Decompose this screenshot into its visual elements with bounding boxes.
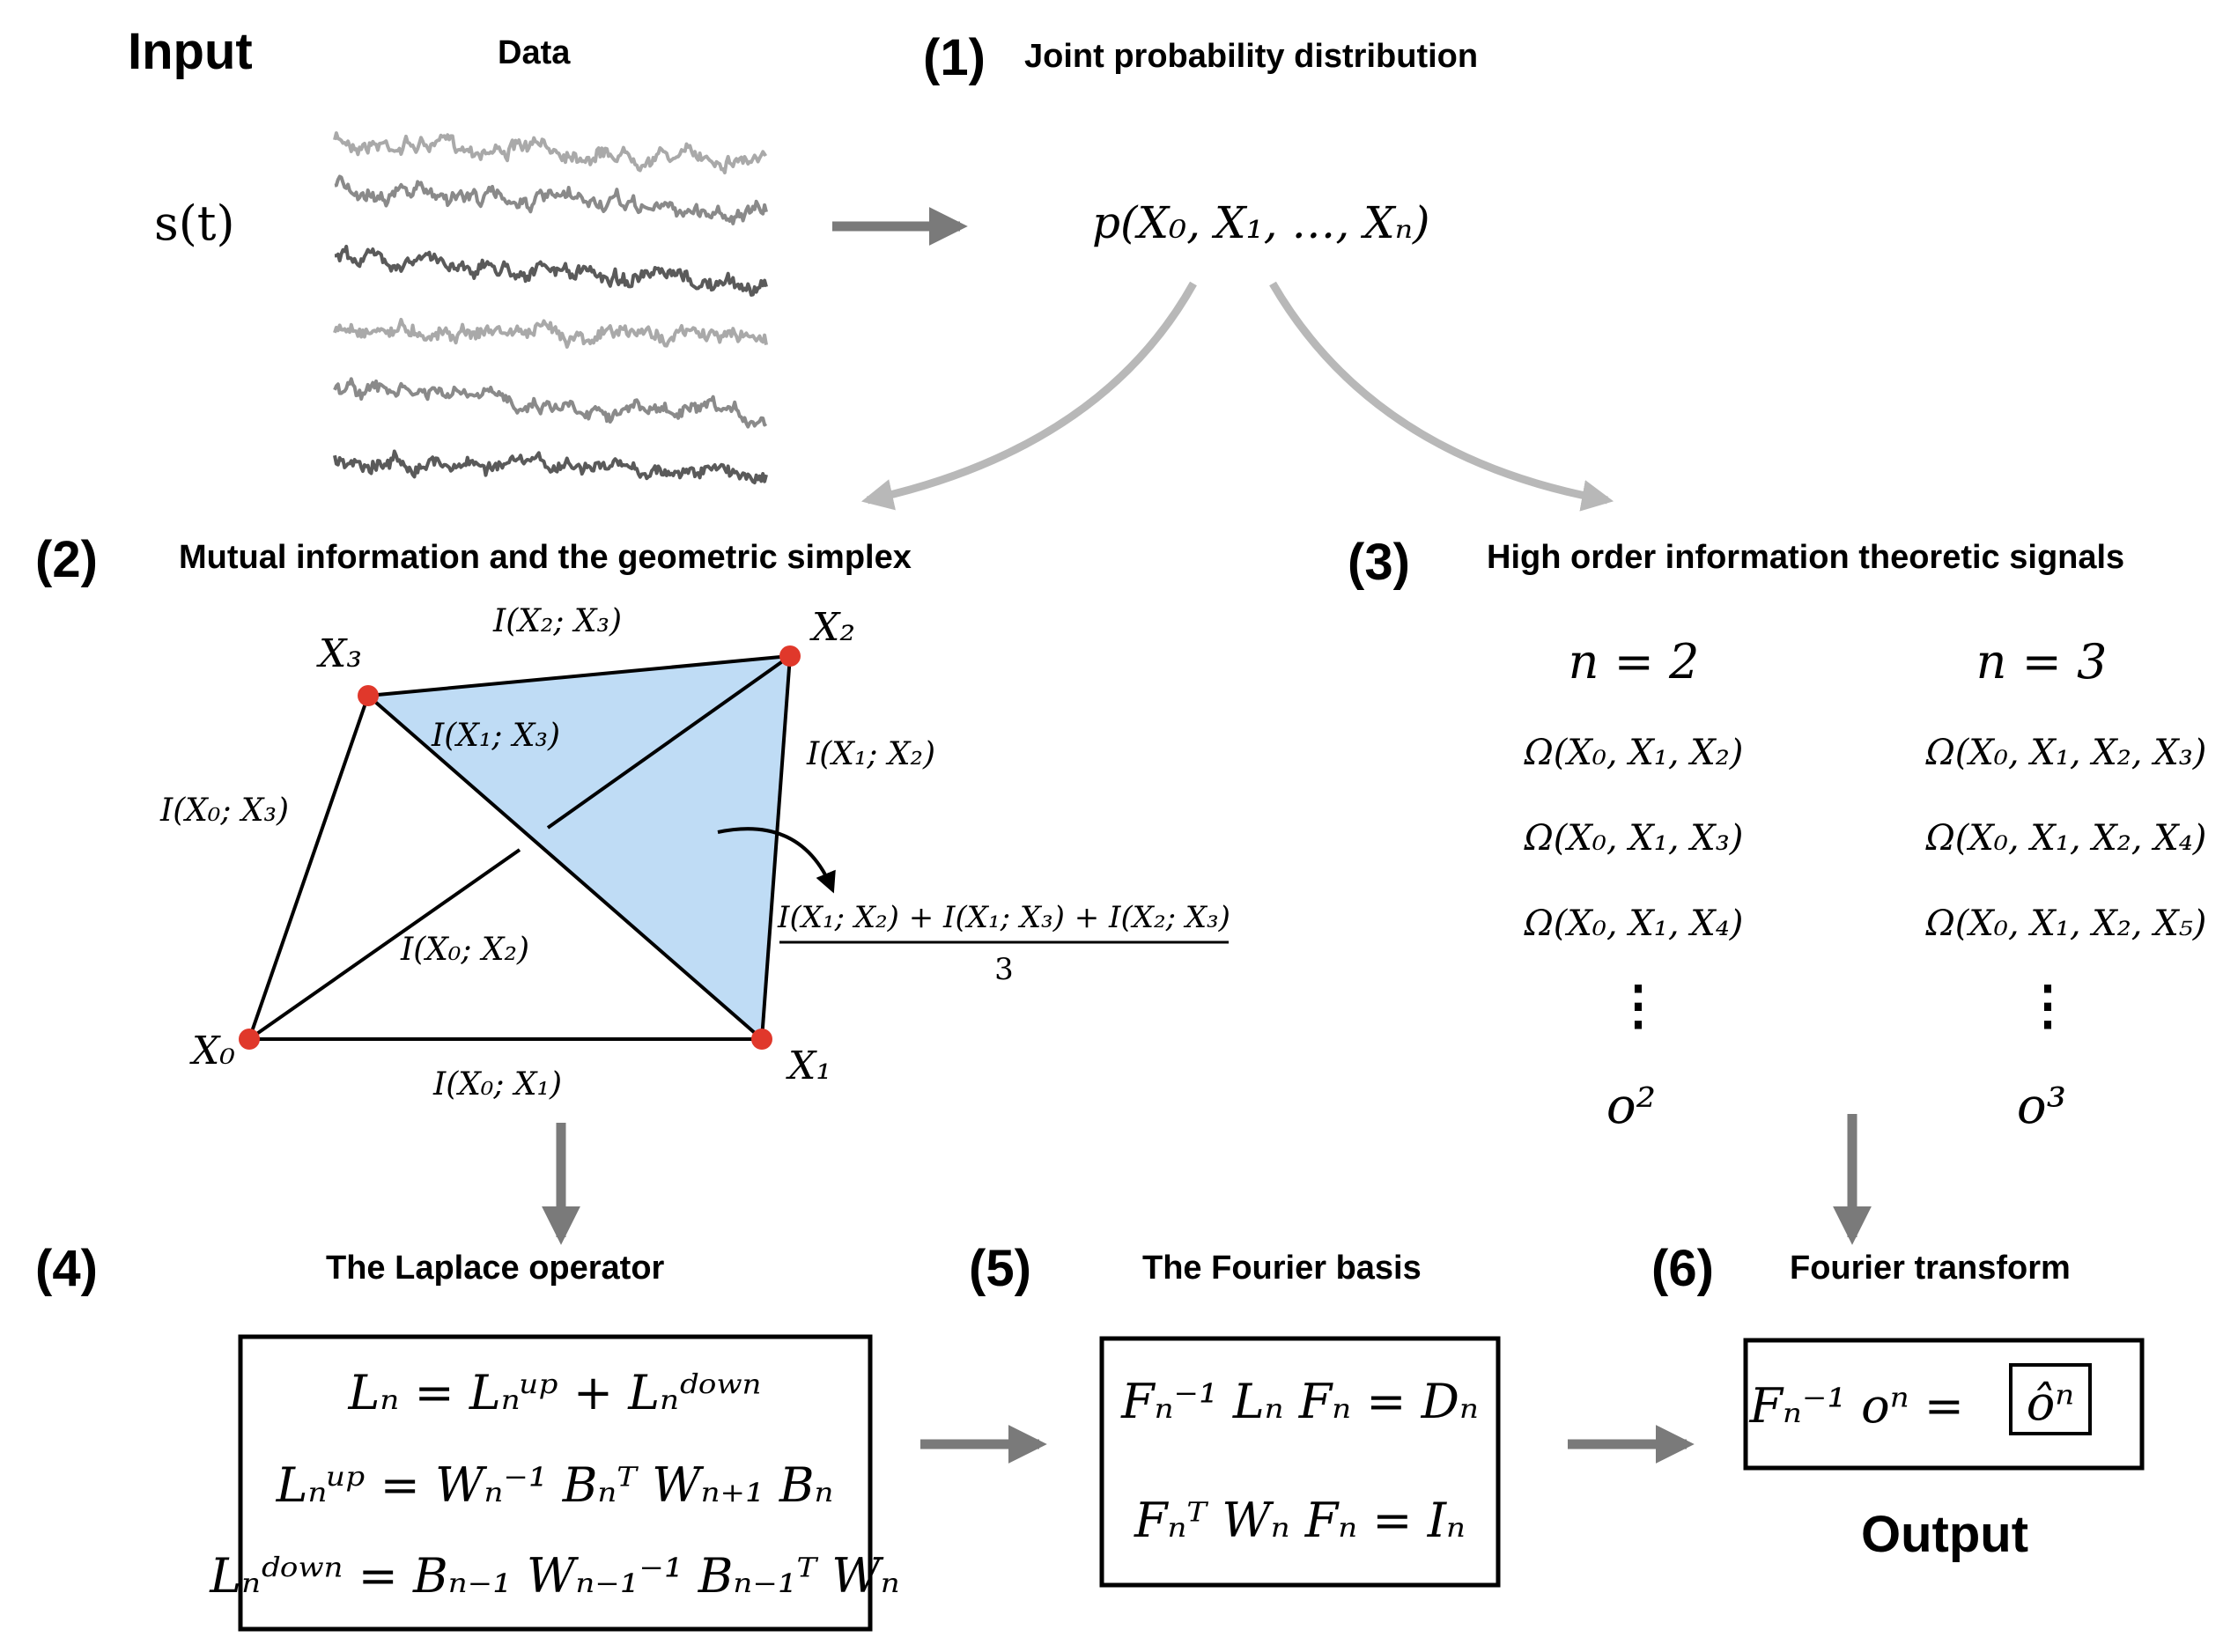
col-n2-item-2: Ω(X₀, X₁, X₃): [1524, 818, 1744, 859]
laplace-box: [238, 1334, 873, 1632]
fourier-basis-eq-2: Fₙᵀ Wₙ Fₙ = Iₙ: [1134, 1493, 1466, 1548]
step5-number: (5): [969, 1240, 1031, 1297]
col-n2-signal: o²: [1606, 1078, 1656, 1135]
arrow-joint-to-signals: [1269, 281, 1614, 512]
time-series-trace: [333, 377, 768, 429]
node-x1: [751, 1029, 772, 1050]
col-n3-vdots: ⋮: [2021, 975, 2074, 1036]
node-label-x2: X₂: [809, 605, 855, 650]
step4-title: The Laplace operator: [326, 1250, 665, 1287]
fourier-transform-rhs: ôⁿ: [2027, 1375, 2074, 1431]
node-x3: [358, 685, 379, 706]
face-arrow: [717, 827, 836, 894]
fourier-transform-lhs: Fₙ⁻¹ oⁿ =: [1749, 1378, 1964, 1434]
edge-label-x0-x2: I(X₀; X₂): [400, 932, 529, 968]
step2-title: Mutual information and the geometric sim…: [179, 539, 912, 576]
node-label-x0: X₀: [189, 1029, 235, 1073]
edge-label-x1-x3: I(X₁; X₃): [431, 718, 560, 754]
col-n3-item-3: Ω(X₀, X₁, X₂, X₅): [1925, 903, 2207, 944]
time-series-trace: [333, 317, 768, 349]
arrow-joint-to-simplex: [860, 281, 1197, 511]
edge-x3-x2: [367, 654, 791, 697]
fourier-basis-eq-1: Fₙ⁻¹ Lₙ Fₙ = Dₙ: [1120, 1374, 1479, 1429]
edge-label-x0-x1: I(X₀; X₁): [432, 1066, 562, 1103]
fourier-transform-box: [1743, 1338, 2145, 1471]
step3-number: (3): [1348, 534, 1410, 591]
edge-x0-x2-upper: [546, 654, 792, 830]
step6-title: Fourier transform: [1790, 1250, 2071, 1287]
step5-title: The Fourier basis: [1142, 1250, 1422, 1287]
node-x2: [779, 645, 801, 667]
edge-label-x1-x2: I(X₁; X₂): [806, 736, 935, 772]
node-label-x1: X₁: [786, 1044, 831, 1088]
col-n3-signal: o³: [2017, 1078, 2066, 1135]
output-label: Output: [1861, 1506, 2028, 1563]
face-formula-numerator: I(X₁; X₂) + I(X₁; X₃) + I(X₂; X₃): [777, 900, 1230, 935]
edge-label-x0-x3: I(X₀; X₃): [159, 793, 289, 829]
step2-number: (2): [35, 531, 98, 588]
col-n3-header: n = 3: [1976, 634, 2108, 690]
node-label-x3: X₃: [316, 631, 362, 676]
edge-x0-x3: [247, 695, 370, 1040]
col-n3-item-2: Ω(X₀, X₁, X₂, X₄): [1925, 818, 2207, 859]
fourier-basis-box: [1099, 1336, 1501, 1588]
time-series-trace: [334, 244, 768, 297]
col-n2-item-3: Ω(X₀, X₁, X₄): [1524, 903, 1744, 944]
node-x0: [239, 1029, 260, 1050]
edge-x0-x2-lower: [247, 848, 521, 1041]
laplace-eq-1: Lₙ = Lₙᵘᵖ + Lₙᵈᵒʷⁿ: [348, 1365, 762, 1420]
signal-label: s(t): [154, 195, 235, 251]
step1-number: (1): [923, 29, 986, 86]
col-n2-vdots: ⋮: [1612, 975, 1665, 1036]
step3-title: High order information theoretic signals: [1487, 539, 2124, 576]
time-series-trace: [334, 174, 768, 225]
joint-distribution-formula: p(X₀, X₁, …, Xₙ): [1092, 197, 1430, 248]
step4-number: (4): [35, 1240, 98, 1297]
simplex-face: [368, 656, 790, 1039]
time-series-traces: [333, 131, 768, 485]
step6-number: (6): [1651, 1240, 1714, 1297]
edge-x2-x1: [760, 655, 792, 1040]
laplace-eq-2: Lₙᵘᵖ = Wₙ⁻¹ Bₙᵀ Wₙ₊₁ Bₙ: [276, 1457, 834, 1513]
laplace-eq-3: Lₙᵈᵒʷⁿ = Bₙ₋₁ Wₙ₋₁⁻¹ Bₙ₋₁ᵀ Wₙ: [209, 1548, 899, 1604]
edge-x3-x1: [366, 694, 764, 1041]
step1-title: Joint probability distribution: [1024, 38, 1478, 75]
edge-label-x2-x3: I(X₂; X₃): [492, 603, 622, 639]
col-n3-item-1: Ω(X₀, X₁, X₂, X₃): [1925, 733, 2207, 773]
time-series-trace: [333, 449, 768, 485]
col-n2-header: n = 2: [1569, 634, 1700, 690]
input-label: Input: [128, 23, 253, 80]
geometric-simplex: [239, 645, 836, 1050]
time-series-trace: [333, 131, 768, 175]
output-signal-box: [2009, 1363, 2092, 1435]
face-formula-denominator: 3: [994, 952, 1014, 987]
col-n2-item-1: Ω(X₀, X₁, X₂): [1524, 733, 1744, 773]
data-label: Data: [498, 34, 571, 71]
